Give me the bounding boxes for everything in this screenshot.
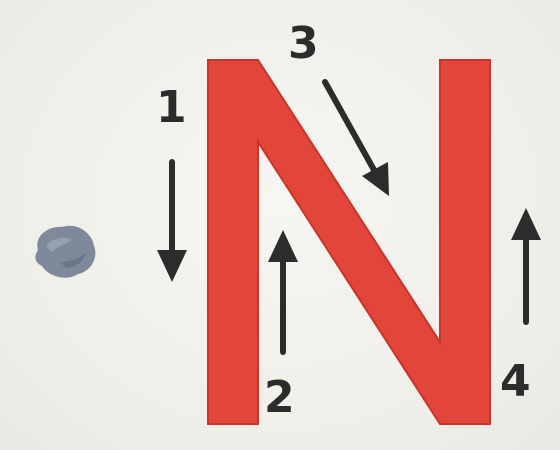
letter-n-shape <box>208 60 490 424</box>
arrow-2-up <box>268 230 298 352</box>
step-label-2: 2 <box>264 376 295 420</box>
arrow-4-up <box>511 208 541 322</box>
step-label-3: 3 <box>288 22 319 66</box>
step-label-4: 4 <box>500 360 531 404</box>
gray-blob-icon <box>35 226 95 278</box>
arrow-1-down <box>157 162 187 282</box>
step-label-1: 1 <box>156 86 187 130</box>
